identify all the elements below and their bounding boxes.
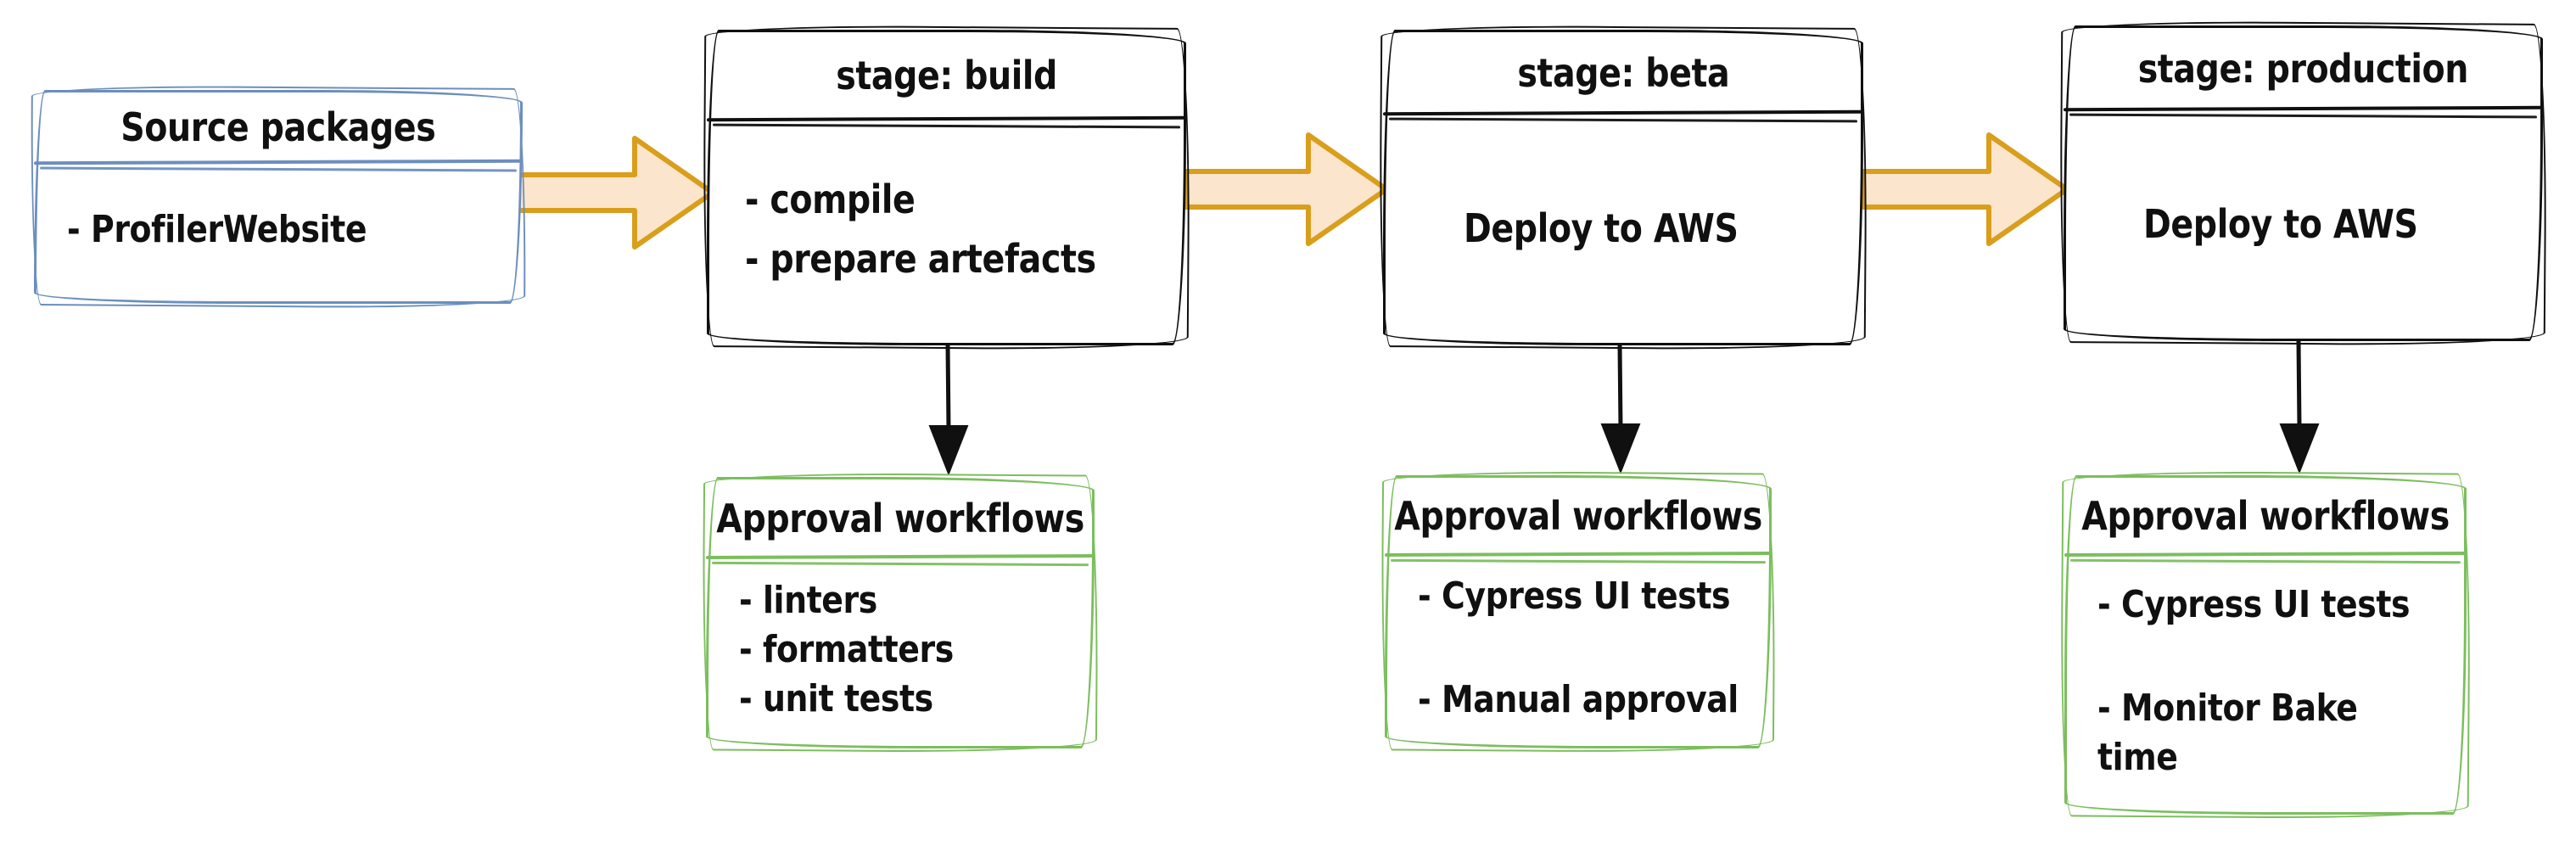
node-approval-production: Approval workflows - Cypress UI tests - … [2064, 475, 2467, 815]
list-item: Deploy to AWS [1463, 205, 1739, 251]
node-approval-build: Approval workflows - linters - formatter… [706, 477, 1095, 748]
stage-beta-header: stage: beta [1386, 32, 1861, 113]
node-title: stage: production [2137, 45, 2469, 92]
list-item: - ProfilerWebsite [67, 208, 367, 251]
node-source-header: Source packages [36, 92, 520, 162]
approval-production-body: - Cypress UI tests - Monitor Bake time [2067, 554, 2464, 812]
list-item: - prepare artefacts [745, 236, 1096, 282]
approval-beta-body: - Cypress UI tests - Manual approval [1387, 554, 1769, 746]
arrow-beta-to-production [1861, 132, 2069, 246]
arrow-build-to-approval [928, 345, 969, 476]
list-item: - Monitor Bake time [2097, 687, 2358, 779]
node-source-packages: Source packages - ProfilerWebsite [34, 90, 523, 304]
approval-beta-header: Approval workflows [1387, 478, 1769, 554]
list-item: Deploy to AWS [2143, 200, 2418, 247]
arrow-build-to-beta [1184, 132, 1389, 246]
node-stage-production: stage: production Deploy to AWS [2064, 25, 2543, 341]
node-approval-beta: Approval workflows - Cypress UI tests - … [1385, 475, 1772, 748]
node-title: Approval workflows [2081, 493, 2450, 539]
list-item: - unit tests [739, 676, 933, 720]
arrow-source-to-build [510, 136, 715, 249]
stage-production-body: Deploy to AWS [2066, 109, 2540, 339]
stage-build-body: - compile - prepare artefacts [709, 119, 1184, 343]
list-item: - formatters [739, 627, 954, 671]
node-title: stage: build [836, 53, 1057, 98]
stage-build-header: stage: build [709, 32, 1184, 119]
approval-build-body: - linters - formatters - unit tests [708, 557, 1092, 746]
list-item: - Cypress UI tests [2097, 583, 2411, 626]
list-item: - linters [739, 578, 877, 622]
node-title: Approval workflows [716, 495, 1084, 541]
list-item: - Cypress UI tests [1418, 575, 1731, 618]
arrow-production-to-approval [2279, 340, 2320, 474]
approval-build-header: Approval workflows [708, 479, 1092, 557]
list-item: - Manual approval [1418, 678, 1739, 721]
approval-production-header: Approval workflows [2067, 478, 2464, 554]
stage-beta-body: Deploy to AWS [1386, 113, 1861, 343]
node-title: Approval workflows [1394, 493, 1762, 539]
node-stage-build: stage: build - compile - prepare artefac… [707, 30, 1186, 345]
stage-production-header: stage: production [2066, 28, 2540, 109]
arrow-beta-to-approval [1600, 345, 1641, 474]
node-title: Source packages [120, 104, 436, 150]
node-source-body: - ProfilerWebsite [36, 162, 520, 301]
node-title: stage: beta [1517, 49, 1729, 96]
node-stage-beta: stage: beta Deploy to AWS [1383, 30, 1863, 345]
list-item: - compile [745, 177, 916, 222]
